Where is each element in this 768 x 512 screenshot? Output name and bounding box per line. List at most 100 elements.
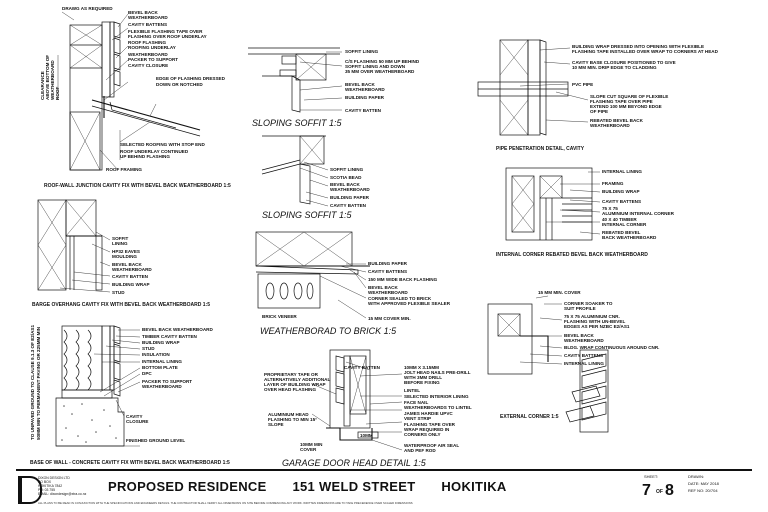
external-corner-label-7: WEATHERBOARD: [564, 338, 604, 343]
garage-left-label-2: LAYER OF BUILDING WRAP: [264, 382, 326, 387]
sheet-number: 7: [642, 482, 651, 499]
concrete-label-5: INTERNAL LINING: [142, 359, 182, 364]
garage-right-label-3: WITH 3MM DRILL: [404, 375, 442, 380]
weatherboard-to-brick-detail: BRICK VENEER BUILDING PAPER CAVITY BATTE…: [255, 231, 451, 336]
roof-wall-label-8: PACKER TO SUPPORT: [128, 57, 178, 62]
pipe-label-0: BUILDING WRAP DRESSED INTO OPENING WITH …: [572, 44, 704, 49]
pipe-title: PIPE PENETRATION DETAIL, CAVITY: [496, 146, 585, 152]
concrete-side-label-0: TO UNPAVED GROUND TO CLAUSE 9.1.3 OF E2/…: [30, 325, 35, 440]
internal-corner-label-3: CAVITY BATTENS: [602, 199, 641, 204]
roof-wall-label-13: ROOF UNDERLAY CONTINUED: [120, 149, 189, 154]
barge-label-5: WEATHERBOARD: [112, 267, 152, 272]
external-corner-label-4: FLASHING WITH UN-BEVEL: [564, 319, 625, 324]
soffit-b-label-2: BEVEL BACK: [330, 182, 360, 187]
external-corner-label-8: BLDG. WRAP CONTINUOUS AROUND CNR.: [564, 345, 659, 350]
brick-veneer-label: BRICK VENEER: [262, 314, 297, 319]
roof-wall-label-7: WEATHERBOARD: [128, 52, 168, 57]
sloping-soffit-detail-a: SOFFIT LINING C/S FLASHING 50 MM UP BEHI…: [248, 47, 420, 128]
garage-right-label-13: CORNERS ONLY: [404, 432, 441, 437]
pipe-label-10: WEATHERBOARD: [590, 123, 630, 128]
pipe-label-4: PVC PIPE: [572, 82, 593, 87]
roof-wall-label-0: BEVEL BACK: [128, 10, 158, 15]
barge-label-1: LINING: [112, 241, 128, 246]
brick-label-2: 150 MM WIDE BACK FLASHING: [368, 277, 438, 282]
project-address: 151 WELD STREET: [292, 479, 416, 494]
pipe-label-2: CAVITY BASE CLOSURE POSITIONED TO GIVE: [572, 60, 676, 65]
garage-left-label-5: FLASHING TO MIN 15°: [268, 417, 317, 422]
barge-label-0: SOFFIT: [112, 236, 129, 241]
external-corner-label-9: CAVITY BATTENS: [564, 353, 603, 358]
garage-left-label-7: 10MM MIN: [300, 442, 323, 447]
soffit-a-label-3: 35 MM OVER WEATHERBOARD: [345, 69, 415, 74]
garage-title: GARAGE DOOR HEAD DETAIL 1:5: [282, 458, 427, 468]
pipe-label-9: REBATED BEVEL BACK: [590, 118, 644, 123]
concrete-label-4: INSULATION: [142, 352, 170, 357]
company-line-1: PO BOX: [38, 480, 52, 484]
brick-label-7: 15 MM COVER MIN.: [368, 316, 411, 321]
concrete-label-2: BUILDING WRAP: [142, 340, 180, 345]
external-corner-label-3: 75 X 75 ALUMINIUM CNR.: [564, 314, 620, 319]
garage-cavity-text: 10MM: [360, 433, 373, 438]
garage-right-label-8: WEATHERBOARDS TO LINTEL: [404, 405, 472, 410]
garage-right-label-0: CAVITY BATTEN: [344, 365, 381, 370]
garage-right-label-1: 10MM X 3.15MM: [404, 365, 439, 370]
title-block: DIXON DESIGN LTD PO BOX HOKITIKA 7842 PH…: [16, 469, 752, 509]
external-corner-title: EXTERNAL CORNER 1:5: [500, 414, 559, 420]
soffit-b-label-5: CAVITY BATTEN: [330, 203, 367, 208]
garage-right-label-10: VENT STRIP: [404, 416, 431, 421]
roof-wall-label-2: CAVITY BATTENS: [128, 22, 167, 27]
roof-wall-junction-detail: DRAWG AS REQUIRED CLEARANCE ABOVE BOTTOM…: [40, 6, 231, 189]
soffit-a-label-4: BEVEL BACK: [345, 82, 375, 87]
garage-right-label-15: AND PEF ROD: [404, 448, 436, 453]
company-line-2: HOKITIKA 7842: [38, 484, 63, 488]
garage-right-label-7: FACE NAIL: [404, 400, 428, 405]
internal-corner-detail: INTERNAL LINING FRAMING BUILDING WRAP CA…: [496, 167, 675, 258]
pipe-label-5: SLOPE CUT SQUARE OF FLEXIBLE: [590, 94, 668, 99]
brick-title: WEATHERBORAD TO BRICK 1:5: [260, 326, 397, 336]
concrete-label-1: TIMBER CAVITY BATTEN: [142, 334, 198, 339]
concrete-label-10: CAVITY: [126, 414, 143, 419]
roof-wall-label-9: CAVITY CLOSURE: [128, 63, 168, 68]
barge-label-7: BUILDING WRAP: [112, 282, 150, 287]
garage-right-label-9: JAMES HARDIE UPVC: [404, 411, 453, 416]
sheet-number-box: SHEET: 7 OF 8: [626, 473, 686, 507]
external-corner-label-5: EDGES AS PER NZBC E2/AS1: [564, 324, 630, 329]
garage-left-label-0: PROPRIETARY TAPE OR: [264, 372, 319, 377]
roof-wall-label-12: SELECTED ROOFING WITH STOP END: [120, 142, 206, 147]
soffit-a-label-1: C/S FLASHING 50 MM UP BEHIND: [345, 59, 420, 64]
pipe-label-3: 10 MM MIN. DRIP EDGE TO CLADDING: [572, 65, 657, 70]
soffit-a-label-2: SOFFIT LINING AND DOWN: [345, 64, 406, 69]
roof-wall-left-label-1: ABOVE BOTTOM OF: [45, 55, 50, 100]
external-corner-detail: 15 MM MIN. COVER CORNER SOAKER TO SUIT P…: [487, 290, 659, 433]
project-name: PROPOSED RESIDENCE: [108, 479, 267, 494]
garage-right-label-14: WATERPROOF AIR SEAL: [404, 443, 459, 448]
garage-left-label-3: OVER HEAD FLASHING: [264, 387, 316, 392]
garage-right-label-4: BEFORE FIXING: [404, 380, 440, 385]
concrete-side-label-1: 50MM MIN TO PERMANENT PAVING OR 225MM MI…: [36, 326, 41, 440]
project-heading: PROPOSED RESIDENCE 151 WELD STREET HOKIT…: [108, 479, 529, 494]
drawing-ref: REF NO: 20/704: [688, 488, 718, 493]
garage-right-label-2: JOLT HEAD NAILS PRE-DRILL: [404, 370, 471, 375]
company-email: EMAIL: dixondesign@xtra.co.nz: [38, 492, 87, 496]
roof-wall-label-1: WEATHERBOARD: [128, 15, 168, 20]
soffit-b-label-0: SOFFIT LINING: [330, 167, 364, 172]
concrete-label-12: FINISHED GROUND LEVEL: [126, 438, 185, 443]
garage-right-label-11: FLASHING TAPE OVER: [404, 422, 456, 427]
concrete-label-3: STUD: [142, 346, 155, 351]
internal-corner-title: INTERNAL CORNER REBATED BEVEL BACK WEATH…: [496, 252, 648, 258]
company-logo: [18, 476, 42, 504]
internal-corner-label-0: INTERNAL LINING: [602, 169, 642, 174]
garage-left-label-8: COVER: [300, 447, 317, 452]
external-corner-label-10: INTERNAL LINING: [564, 361, 604, 366]
pipe-label-1: FLASHING TAPE INSTALLED OVER WRAP TO COR…: [572, 49, 719, 54]
internal-corner-label-4: 75 X 75: [602, 206, 618, 211]
roof-wall-title: ROOF-WALL JUNCTION CAVITY FIX WITH BEVEL…: [44, 183, 231, 189]
concrete-label-8: PACKER TO SUPPORT: [142, 379, 192, 384]
internal-corner-label-8: REBATED BEVEL: [602, 230, 641, 235]
roof-wall-label-14: UP BEHIND FLASHING: [120, 154, 170, 159]
external-corner-label-0: 15 MM MIN. COVER: [538, 290, 581, 295]
barge-label-3: MOULDING: [112, 254, 137, 259]
roof-wall-left-label-3: ROOF: [55, 87, 60, 100]
internal-corner-label-5: ALUMINIUM INTERNAL CORNER: [602, 211, 675, 216]
roof-wall-label-15: ROOF FRAMING: [106, 167, 142, 172]
